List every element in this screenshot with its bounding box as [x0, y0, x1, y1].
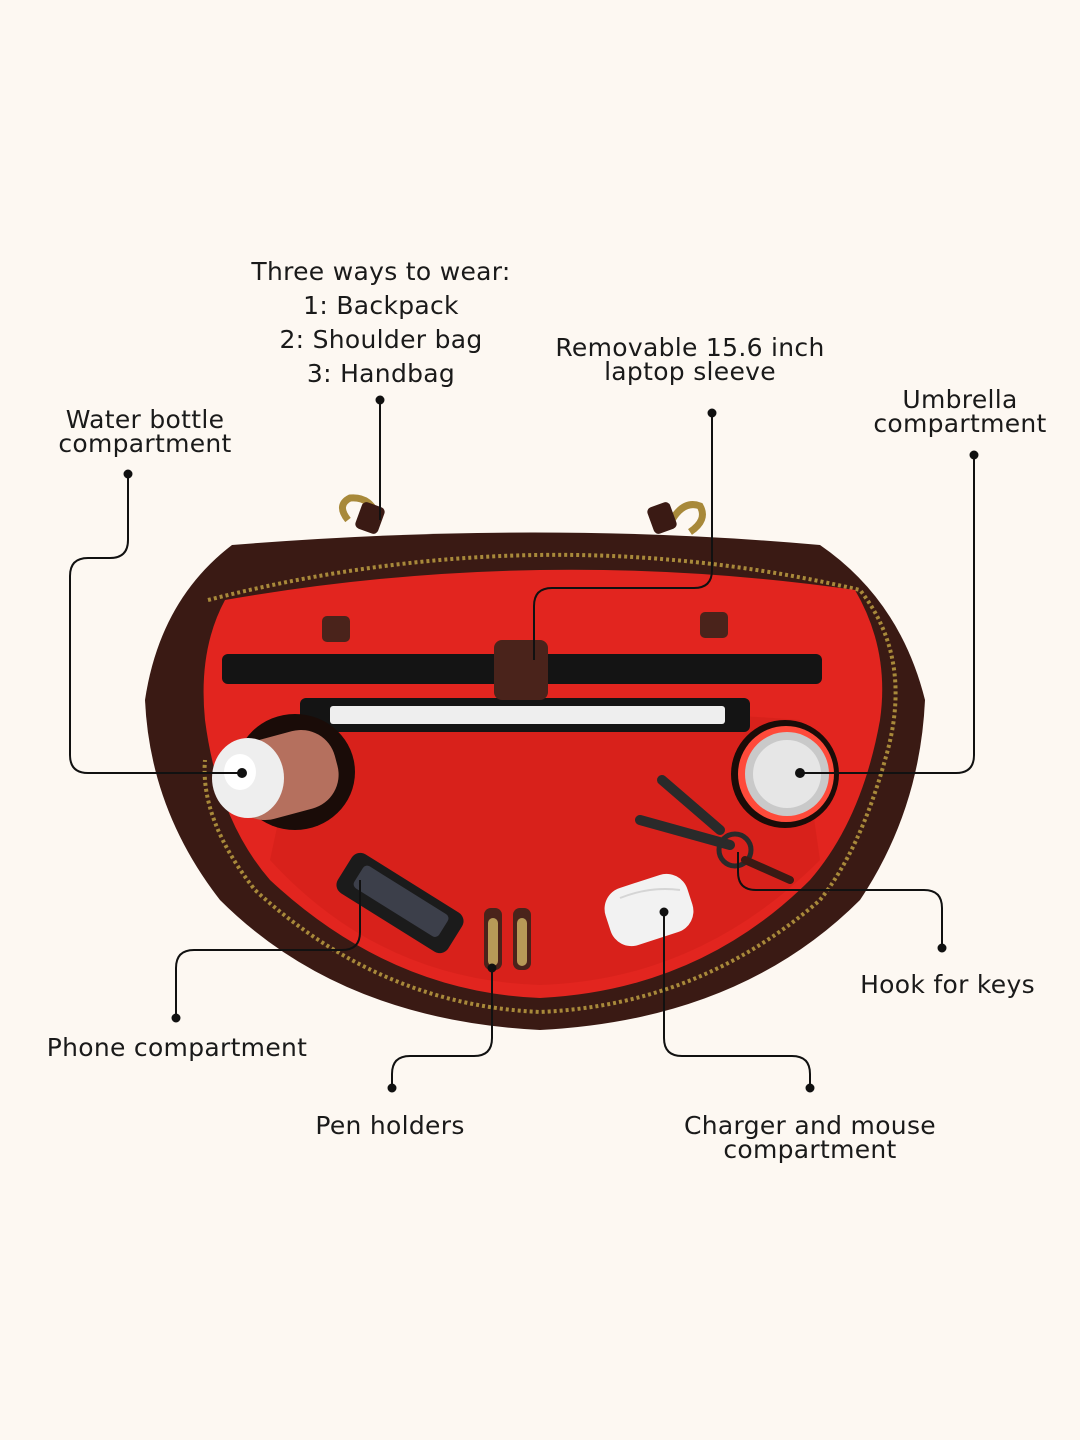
keys-icon — [635, 775, 794, 884]
open-backpack-illustration — [145, 494, 925, 1030]
leader-umbrella — [800, 455, 975, 774]
label-water-bottle: Water bottle compartment — [58, 405, 232, 458]
pens-icon — [484, 908, 531, 970]
label-pen-holders: Pen holders — [315, 1111, 465, 1140]
label-umbrella: Umbrella compartment — [873, 385, 1047, 438]
umbrella-icon — [731, 720, 839, 828]
leader-phone — [175, 880, 361, 1018]
laptop-sleeve — [222, 612, 822, 732]
leader-laptop-sleeve — [533, 413, 713, 660]
wear-option-handbag: 3: Handbag — [306, 359, 456, 388]
wear-option-shoulder-bag: 2: Shoulder bag — [279, 325, 483, 354]
label-charger-mouse: Charger and mouse compartment — [684, 1111, 936, 1164]
label-phone-compartment: Phone compartment — [46, 1033, 308, 1062]
wear-option-backpack: 1: Backpack — [303, 291, 459, 320]
leader-hook-keys — [737, 852, 943, 948]
d-ring-left-icon — [339, 494, 385, 534]
leader-pen-holders — [391, 968, 493, 1088]
label-hook-keys: Hook for keys — [860, 970, 1035, 999]
phone-icon — [336, 852, 464, 954]
charger-case-icon — [604, 873, 694, 947]
label-laptop-sleeve: Removable 15.6 inch laptop sleeve — [555, 333, 825, 386]
d-ring-right-icon — [647, 501, 706, 535]
leader-water-bottle — [69, 474, 242, 774]
three-ways-title: Three ways to wear: — [251, 257, 511, 286]
zipper — [202, 552, 898, 1015]
leader-lines — [69, 395, 979, 1093]
leader-charger-mouse — [663, 912, 811, 1088]
label-three-ways-to-wear: Three ways to wear: 1: Backpack 2: Shoul… — [231, 255, 531, 391]
water-bottle-icon — [212, 714, 355, 830]
